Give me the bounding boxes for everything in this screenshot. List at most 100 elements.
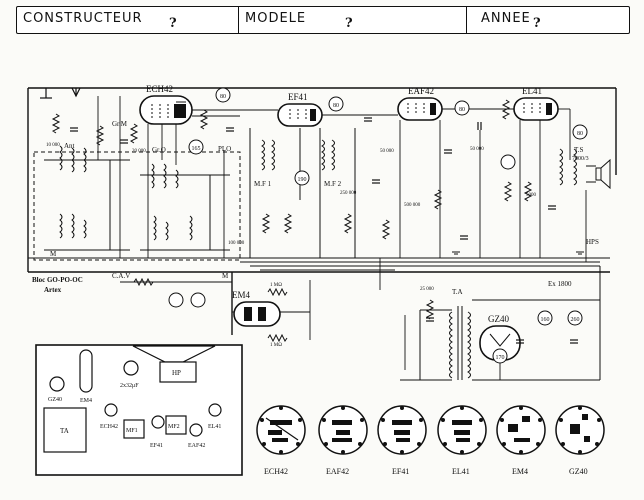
tp-value: 170 (496, 355, 505, 361)
tube-em4: EM4 (232, 290, 281, 327)
modele-value: ? (345, 16, 353, 31)
label-gr-m: Gr.M (112, 120, 128, 128)
value-label: 10 000 (46, 143, 60, 148)
socket-el41: EL41 (437, 405, 487, 476)
layout-eaf42: EAF42 (188, 443, 205, 449)
test-point-values: 80 165 80 80 190 160 170 260 80 (192, 94, 584, 361)
tube-eaf42: EAF42 (397, 86, 443, 121)
tp-value: 165 (192, 146, 201, 152)
label-gr-o: Gr.O (152, 146, 166, 154)
socket-eaf42: EAF42 (318, 405, 368, 476)
socket-gz40-label: GZ40 (569, 467, 588, 476)
ground-rail (28, 257, 610, 271)
layout-hp: HP (172, 369, 181, 377)
socket-el41-label: EL41 (452, 467, 470, 476)
value-label: 50 000 (470, 147, 484, 152)
value-label: 1 MΩ (270, 283, 282, 288)
layout-gz40: GZ40 (48, 397, 62, 403)
layout-el41: EL41 (208, 424, 221, 430)
socket-diagrams: ECH42 EAF42 EF41 EL41 (256, 405, 605, 476)
value-label: 100 000 (228, 241, 245, 246)
label-m: M (222, 272, 229, 280)
tube-ef41-label: EF41 (288, 92, 308, 102)
tube-el41: EL41 (513, 86, 559, 121)
label-m: M (50, 250, 57, 258)
value-label: 1 MΩ (270, 343, 282, 348)
if-transformers (249, 128, 356, 258)
label-plo: PLO (218, 145, 231, 153)
socket-ech42-label: ECH42 (264, 467, 288, 476)
constructeur-label: CONSTRUCTEUR (23, 11, 143, 26)
constructeur-value: ? (169, 16, 177, 31)
tp-value: 80 (333, 103, 339, 109)
tube-el41-label: EL41 (522, 86, 542, 96)
socket-pins (260, 406, 601, 454)
value-label: 20 000 (132, 149, 146, 154)
tube-ech42: ECH42 (139, 84, 193, 125)
socket-gz40: GZ40 (555, 405, 605, 476)
bloc-dashed-box (33, 151, 241, 261)
layout-ef41: EF41 (150, 443, 163, 449)
value-label: 5000 (526, 193, 537, 198)
label-ts: T.S (574, 146, 584, 154)
value-label: 25 000 (420, 287, 434, 292)
socket-ef41: EF41 (377, 405, 427, 476)
tube-em4-label: EM4 (232, 290, 251, 300)
socket-em4-label: EM4 (512, 467, 528, 476)
label-artex: Artex (44, 286, 62, 294)
label-mf1: M.F 1 (254, 180, 272, 188)
annee-label: ANNEE (481, 11, 531, 26)
capacitors (70, 117, 578, 344)
socket-eaf42-label: EAF42 (326, 467, 349, 476)
schematic-labels: Ant Gr.M Gr.O PLO M.F 1 M.F 2 Bloc GO-PO… (32, 120, 599, 296)
label-ta: T.A (452, 288, 463, 296)
layout-ech42: ECH42 (100, 424, 118, 430)
label-ts-value: 7000/3 (572, 156, 589, 162)
layout-ta: TA (60, 427, 69, 435)
rf-coils (44, 145, 230, 251)
tp-value: 260 (571, 317, 580, 323)
tp-value: 80 (459, 107, 465, 113)
layout-cap: 2x32μF (120, 383, 139, 389)
component-value-labels: 10 000 50 000 20 000 50 000 100 000 250 … (46, 143, 537, 348)
annee-cell: ANNEE ? (467, 7, 629, 33)
antenna-symbol (40, 87, 81, 99)
value-label: 250 000 (340, 191, 357, 196)
socket-ech42: ECH42 (256, 405, 306, 476)
power-transformer (419, 266, 601, 381)
value-label: 500 000 (404, 203, 421, 208)
label-mf2: M.F 2 (324, 180, 342, 188)
tp-value: 190 (298, 177, 307, 183)
label-ant: Ant (64, 142, 75, 150)
layout-em4: EM4 (80, 398, 92, 404)
chassis-layout-panel: HP 2x32μF EM4 GZ40 TA ECH42 MF1 MF2 EF41… (35, 344, 243, 476)
tp-value: 160 (541, 317, 550, 323)
value-label: 50 000 (380, 149, 394, 154)
tube-ech42-label: ECH42 (146, 84, 173, 94)
test-point-markers (168, 87, 588, 364)
modele-label: MODELE (245, 11, 307, 26)
socket-em4: EM4 (496, 405, 546, 476)
header-form: CONSTRUCTEUR ? MODELE ? ANNEE ? (16, 6, 630, 34)
ground-symbols (452, 251, 584, 255)
label-ex: Ex 1800 (548, 280, 572, 288)
tube-eaf42-label: EAF42 (408, 86, 434, 96)
layout-mf1: MF1 (126, 428, 138, 434)
tube-ef41: EF41 (277, 92, 323, 127)
resistors (51, 99, 533, 343)
label-cav: C.A.V (112, 272, 130, 280)
label-hps: HPS (586, 238, 599, 246)
socket-ef41-label: EF41 (392, 467, 409, 476)
tp-value: 80 (220, 94, 226, 100)
modele-cell: MODELE ? (239, 7, 467, 33)
tp-value: 80 (577, 131, 583, 137)
layout-mf2: MF2 (168, 424, 180, 430)
tube-gz40-label: GZ40 (488, 314, 509, 324)
annee-value: ? (533, 16, 541, 31)
output-transformer (559, 148, 611, 190)
wires (88, 96, 601, 381)
label-bloc: Bloc GO-PO-OC (32, 276, 83, 284)
constructeur-cell: CONSTRUCTEUR ? (17, 7, 239, 33)
